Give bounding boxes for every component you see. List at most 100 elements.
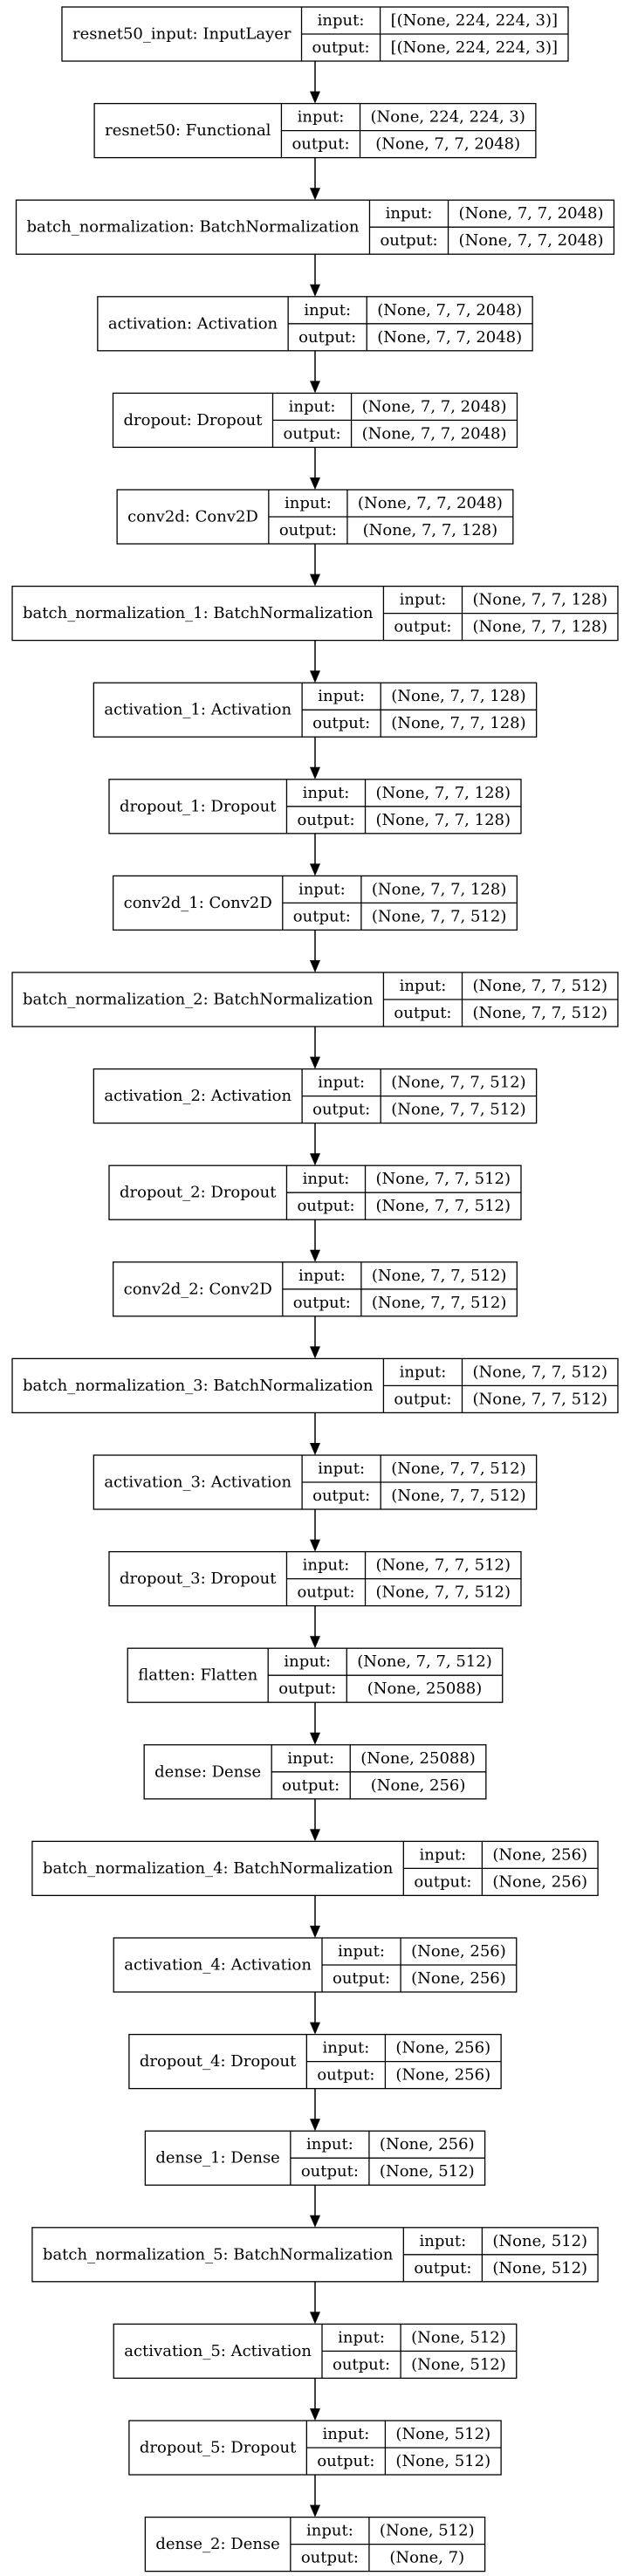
input-shape: (None, 7, 7, 2048) — [459, 204, 604, 223]
input-shape: (None, 7, 7, 512) — [391, 1460, 525, 1478]
input-label: input: — [284, 1652, 331, 1671]
input-label: input: — [318, 1460, 365, 1478]
layer-name: batch_normalization_4: BatchNormalizatio… — [43, 1859, 394, 1878]
layer-name: activation_1: Activation — [104, 701, 291, 719]
edge-arrow — [310, 2281, 320, 2325]
layer-name: dropout_1: Dropout — [120, 797, 277, 815]
arrow-head-icon — [310, 1636, 320, 1649]
input-label: input: — [285, 494, 332, 512]
input-label: input: — [419, 1845, 466, 1864]
input-shape: (None, 25088) — [360, 1749, 476, 1768]
arrow-head-icon — [310, 2312, 320, 2325]
edge-arrow — [310, 61, 320, 104]
output-shape: (None, 512) — [411, 2355, 506, 2373]
arrow-head-icon — [310, 863, 320, 876]
output-shape: (None, 7, 7, 2048) — [459, 231, 604, 250]
output-shape: [(None, 224, 224, 3)] — [391, 38, 558, 57]
connection-edges — [310, 61, 320, 2518]
layer-name: dropout_5: Dropout — [140, 2439, 297, 2457]
output-label: output: — [312, 714, 370, 732]
arrow-head-icon — [310, 2022, 320, 2035]
layer-node: activation_5: Activationinput:output:(No… — [113, 2323, 518, 2380]
arrow-head-icon — [310, 188, 320, 201]
input-shape: (None, 512) — [380, 2522, 475, 2540]
input-shape: [(None, 224, 224, 3)] — [391, 11, 558, 30]
input-label: input: — [298, 880, 346, 898]
edge-arrow — [310, 1798, 320, 1842]
arrow-head-icon — [310, 284, 320, 297]
arrow-head-icon — [310, 1153, 320, 1166]
output-label: output: — [317, 2066, 374, 2085]
edge-arrow — [310, 544, 320, 587]
output-shape: (None, 256) — [492, 1872, 587, 1891]
layer-name: activation: Activation — [108, 314, 278, 333]
input-label: input: — [386, 204, 433, 223]
output-shape: (None, 256) — [371, 1776, 466, 1795]
input-shape: (None, 256) — [492, 1845, 587, 1864]
output-shape: (None, 512) — [380, 2162, 475, 2181]
edge-arrow — [310, 2088, 320, 2132]
output-shape: (None, 7, 7, 512) — [372, 1294, 506, 1312]
edge-arrow — [310, 1315, 320, 1359]
input-shape: (None, 7, 7, 128) — [372, 880, 506, 898]
output-shape: (None, 7, 7, 2048) — [362, 424, 507, 443]
input-label: input: — [400, 591, 447, 609]
input-label: input: — [318, 11, 365, 30]
layer-name: batch_normalization_3: BatchNormalizatio… — [23, 1377, 374, 1395]
layer-nodes: resnet50_input: InputLayerinput:output:[… — [11, 6, 619, 2573]
output-label: output: — [297, 811, 354, 829]
output-shape: (None, 7, 7, 2048) — [377, 328, 522, 347]
arrow-head-icon — [310, 2215, 320, 2228]
arrow-head-icon — [310, 477, 320, 490]
output-label: output: — [312, 1101, 370, 1119]
layer-node: activation_3: Activationinput:output:(No… — [93, 1454, 538, 1510]
arrow-head-icon — [310, 2504, 320, 2518]
input-label: input: — [306, 2522, 353, 2540]
output-label: output: — [293, 907, 351, 925]
layer-node: batch_normalization_5: BatchNormalizatio… — [31, 2227, 599, 2283]
layer-name: activation_2: Activation — [104, 1087, 291, 1105]
output-shape: (None, 7, 7, 128) — [391, 714, 525, 732]
input-label: input: — [303, 784, 350, 802]
output-shape: (None, 7, 7, 512) — [376, 1583, 511, 1602]
output-label: output: — [298, 328, 356, 347]
input-shape: (None, 512) — [411, 2328, 506, 2346]
arrow-head-icon — [310, 766, 320, 780]
output-shape: (None, 25088) — [367, 1680, 483, 1698]
output-shape: (None, 7, 7, 512) — [372, 907, 506, 925]
input-shape: (None, 7, 7, 512) — [473, 1363, 607, 1381]
layer-name: conv2d_1: Conv2D — [124, 894, 272, 912]
layer-name: batch_normalization_1: BatchNormalizatio… — [23, 604, 374, 622]
layer-name: activation_4: Activation — [124, 1956, 312, 1975]
layer-name: dropout: Dropout — [124, 411, 264, 429]
output-label: output: — [312, 1487, 370, 1505]
edge-arrow — [310, 157, 320, 201]
output-label: output: — [278, 1680, 336, 1698]
input-label: input: — [306, 2135, 353, 2154]
layer-node: batch_normalization_1: BatchNormalizatio… — [11, 585, 619, 642]
layer-node: dropout_1: Dropout input: output: (None, 7,… — [108, 779, 522, 835]
output-shape: (None, 512) — [395, 2452, 490, 2470]
input-label: input: — [323, 2039, 370, 2057]
arrow-head-icon — [310, 574, 320, 587]
output-shape: (None, 7, 7, 128) — [473, 618, 607, 636]
output-label: output: — [394, 1390, 451, 1408]
output-shape: (None, 7) — [389, 2549, 464, 2567]
output-label: output: — [282, 1776, 340, 1795]
edge-arrow — [310, 2185, 320, 2228]
input-shape: (None, 7, 7, 128) — [376, 784, 511, 802]
input-label: input: — [303, 1556, 350, 1575]
layer-node: resnet50: Functionalinput:output:(None, … — [93, 102, 537, 159]
layer-name: batch_normalization_2: BatchNormalizatio… — [23, 991, 374, 1009]
output-shape: (None, 7, 7, 2048) — [375, 135, 520, 154]
input-shape: (None, 512) — [395, 2425, 490, 2443]
layer-name: dense: Dense — [154, 1762, 261, 1781]
arrow-head-icon — [310, 2119, 320, 2132]
output-shape: (None, 256) — [411, 1969, 506, 1988]
output-label: output: — [380, 231, 437, 250]
